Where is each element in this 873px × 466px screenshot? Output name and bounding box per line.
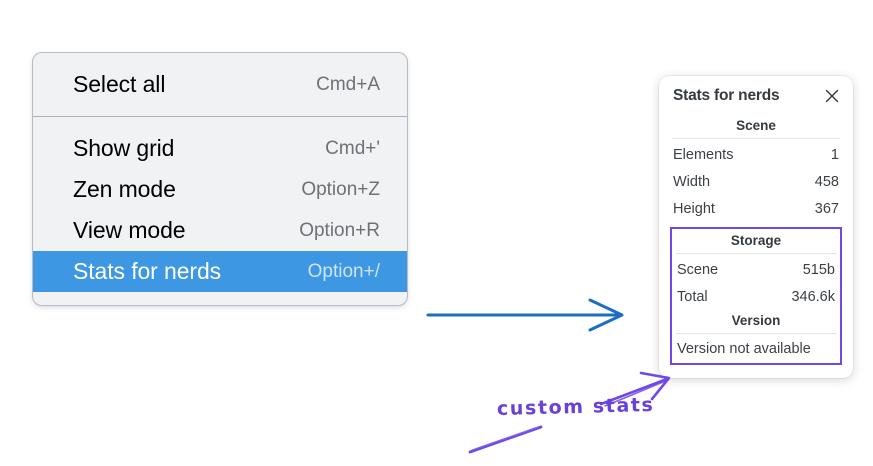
stats-row-value: 1 bbox=[830, 147, 839, 163]
stats-row-value: 346.6k bbox=[791, 289, 835, 306]
menu-item-label: Select all bbox=[73, 71, 166, 97]
menu-item-shortcut: Cmd+A bbox=[316, 74, 380, 95]
stats-row-total: Total 346.6k bbox=[673, 284, 839, 311]
menu-item-label: Show grid bbox=[73, 135, 175, 161]
menu-item-view-mode[interactable]: View mode Option+R bbox=[33, 210, 407, 251]
custom-stats-box: Storage Scene 515b Total 346.6k Version … bbox=[670, 227, 842, 366]
stats-row-key: Width bbox=[673, 174, 711, 191]
stats-for-nerds-panel: Stats for nerds Scene Elements 1 Width 4… bbox=[659, 76, 853, 379]
menu-to-panel-arrow bbox=[426, 298, 624, 332]
menu-item-label: Stats for nerds bbox=[73, 258, 222, 284]
stats-panel-title: Stats for nerds bbox=[673, 87, 780, 104]
menu-group-1: Select all Cmd+A bbox=[33, 53, 407, 116]
menu-group-2: Show grid Cmd+' Zen mode Option+Z View m… bbox=[33, 117, 407, 305]
stats-row-height: Height 367 bbox=[669, 196, 843, 223]
menu-item-zen-mode[interactable]: Zen mode Option+Z bbox=[33, 169, 407, 210]
section-heading-scene: Scene bbox=[736, 118, 776, 133]
custom-stats-underline-stroke bbox=[468, 425, 543, 454]
close-icon[interactable] bbox=[823, 88, 840, 105]
menu-item-shortcut: Cmd+' bbox=[325, 138, 380, 159]
menu-item-show-grid[interactable]: Show grid Cmd+' bbox=[33, 128, 407, 169]
stats-row-value: 515b bbox=[802, 262, 835, 279]
stats-row-key: Elements bbox=[673, 147, 734, 163]
section-divider bbox=[672, 138, 840, 139]
stats-row-value: 367 bbox=[814, 201, 839, 218]
menu-item-label: View mode bbox=[73, 217, 186, 243]
stats-row-width: Width 458 bbox=[669, 169, 843, 196]
context-menu[interactable]: Select all Cmd+A Show grid Cmd+' Zen mod… bbox=[33, 53, 407, 305]
stats-row-key: Height bbox=[673, 201, 715, 218]
stats-section-version: Version Version not available bbox=[673, 311, 839, 359]
custom-stats-pointer-arrow bbox=[599, 371, 671, 407]
stats-section-storage: Storage Scene 515b Total 346.6k bbox=[673, 231, 839, 311]
stats-row-value: 458 bbox=[814, 174, 839, 191]
stats-section-scene: Scene Elements 1 Width 458 Height 367 bbox=[669, 116, 843, 223]
menu-item-select-all[interactable]: Select all Cmd+A bbox=[33, 64, 407, 105]
stats-row-scene: Scene 515b bbox=[673, 257, 839, 284]
stats-panel-header: Stats for nerds bbox=[669, 87, 843, 105]
menu-item-stats-for-nerds[interactable]: Stats for nerds Option+/ bbox=[33, 251, 407, 292]
stats-row-key: Total bbox=[677, 289, 708, 306]
section-divider bbox=[676, 253, 836, 255]
menu-item-shortcut: Option+Z bbox=[301, 179, 380, 200]
custom-stats-label: custom stats bbox=[496, 393, 655, 421]
section-heading-storage: Storage bbox=[730, 233, 782, 249]
stats-row-key: Scene bbox=[677, 262, 719, 279]
section-heading-version: Version bbox=[731, 313, 781, 329]
menu-separator bbox=[33, 116, 407, 117]
menu-item-label: Zen mode bbox=[73, 176, 176, 202]
stats-row-elements: Elements 1 bbox=[669, 142, 843, 169]
menu-item-shortcut: Option+/ bbox=[307, 261, 380, 282]
section-divider bbox=[676, 333, 836, 335]
version-text: Version not available bbox=[677, 341, 811, 358]
menu-item-shortcut: Option+R bbox=[299, 220, 380, 241]
